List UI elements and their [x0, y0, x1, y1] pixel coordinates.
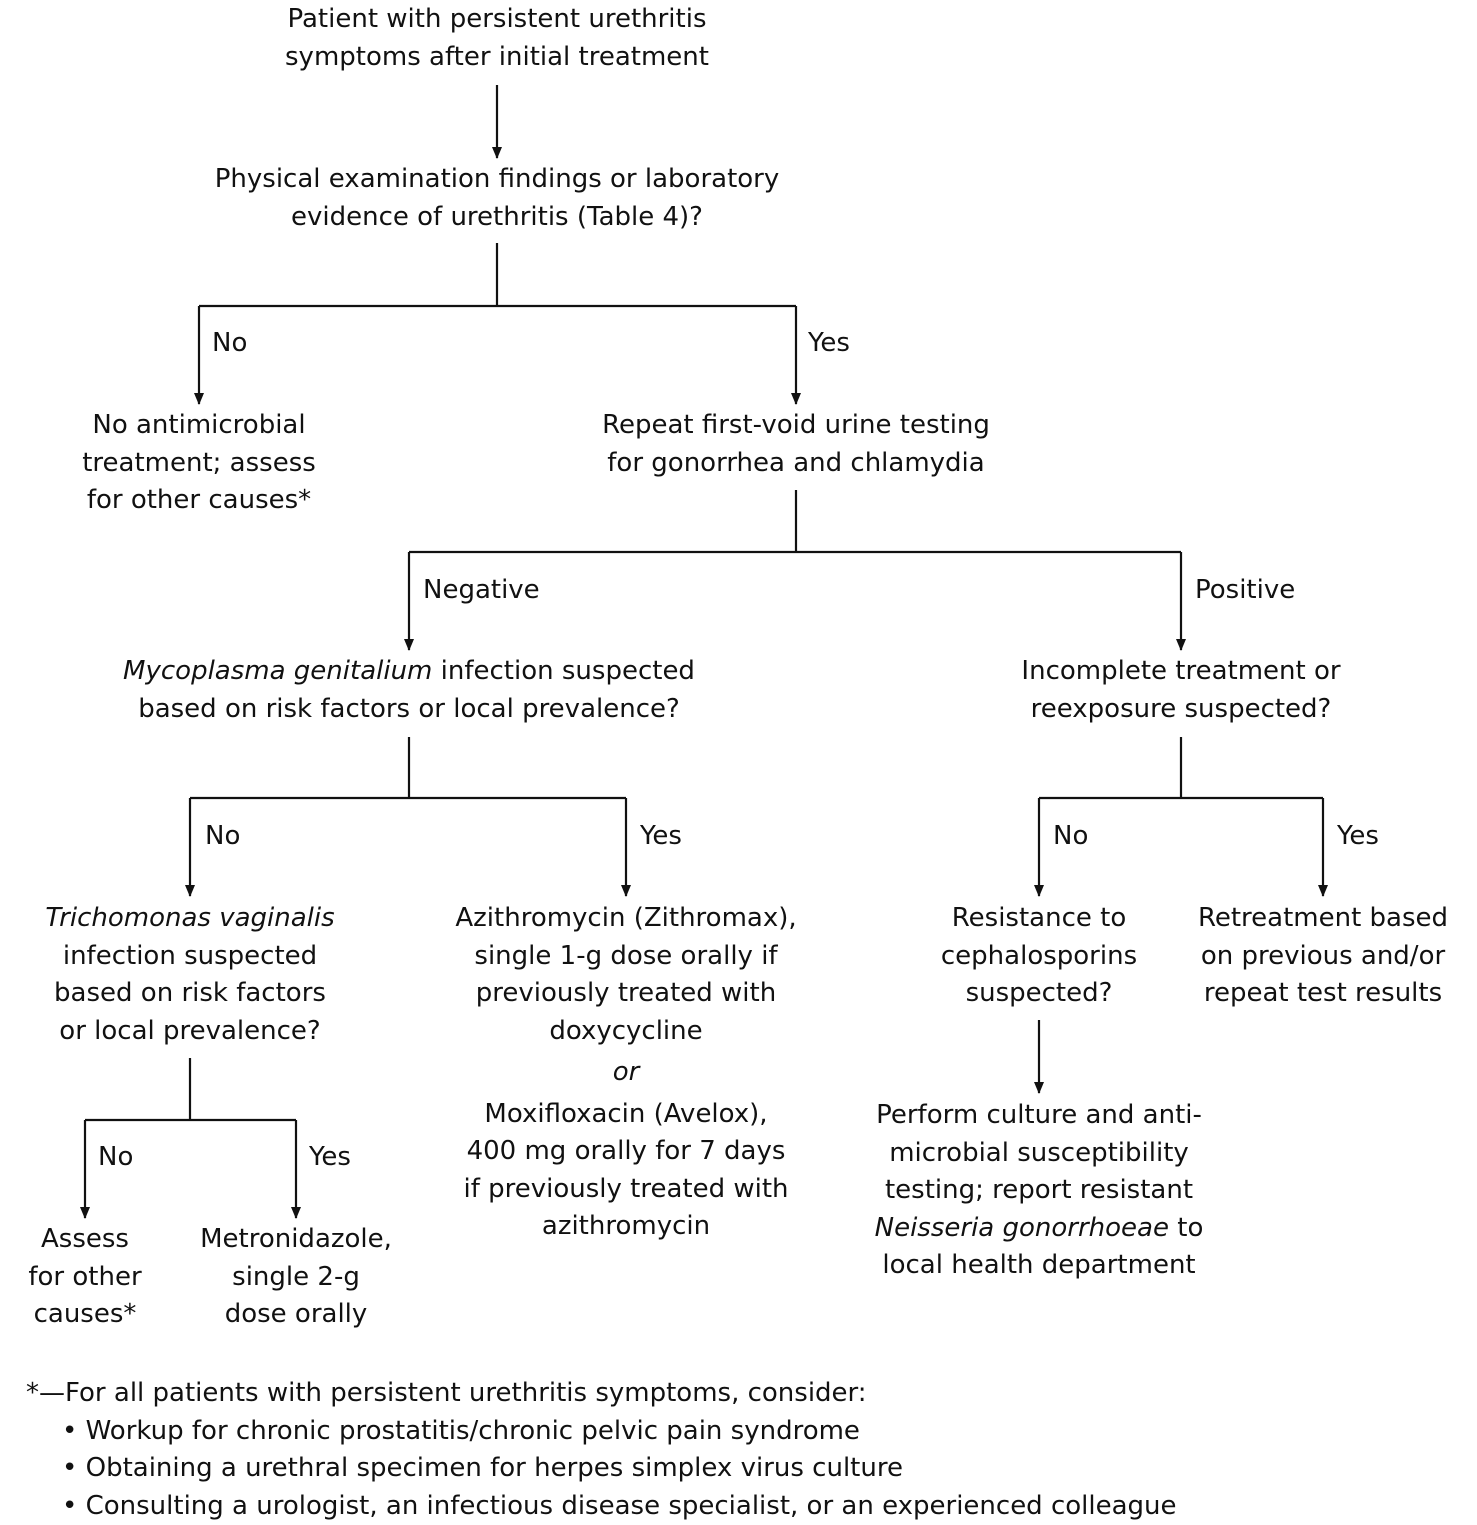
footnote-item: • Workup for chronic prostatitis/chronic… — [26, 1413, 1177, 1451]
node-text: Azithromycin (Zithromax), — [455, 900, 796, 938]
node-text: Metronidazole, — [200, 1221, 392, 1259]
organism-name: Mycoplasma genitalium — [123, 656, 432, 686]
node-text: previously treated with — [455, 975, 796, 1013]
node-text: suspected? — [941, 975, 1137, 1013]
connector-test-split — [409, 490, 1181, 552]
node-text-line: Neisseria gonorrhoeae to — [875, 1210, 1204, 1248]
node-exam-decision: Physical examination findings or laborat… — [215, 161, 780, 236]
node-text: Assess — [28, 1221, 141, 1259]
edge-label-exam-yes: Yes — [808, 328, 850, 358]
node-assess-other-causes: Assess for other causes* — [28, 1221, 141, 1334]
connector-exam-split — [199, 243, 796, 306]
node-text: No antimicrobial — [82, 407, 316, 445]
footnote: *—For all patients with persistent ureth… — [26, 1375, 1177, 1525]
edge-label-trich-no: No — [98, 1142, 133, 1172]
node-text: evidence of urethritis (Table 4)? — [215, 199, 780, 237]
node-text: Physical examination findings or laborat… — [215, 161, 780, 199]
node-culture-testing: Perform culture and anti- microbial susc… — [875, 1097, 1204, 1285]
edge-label-myco-yes: Yes — [640, 821, 682, 851]
node-text: causes* — [28, 1296, 141, 1334]
node-text: for other causes* — [82, 482, 316, 520]
footnote-item: • Obtaining a urethral specimen for herp… — [26, 1450, 1177, 1488]
node-text: infection suspected — [432, 656, 695, 686]
node-text: microbial susceptibility — [875, 1135, 1204, 1173]
node-text: Resistance to — [941, 900, 1137, 938]
or-text: or — [613, 1057, 640, 1087]
node-text: or local prevalence? — [45, 1013, 334, 1051]
node-azithromycin-treatment: Azithromycin (Zithromax), single 1-g dos… — [455, 900, 796, 1246]
node-no-antimicrobial: No antimicrobial treatment; assess for o… — [82, 407, 316, 520]
node-text: cephalosporins — [941, 938, 1137, 976]
node-text: for other — [28, 1259, 141, 1297]
node-text: for gonorrhea and chlamydia — [602, 445, 990, 483]
node-text-line: Mycoplasma genitalium infection suspecte… — [123, 653, 695, 691]
node-text: single 1-g dose orally if — [455, 938, 796, 976]
node-text: Retreatment based — [1198, 900, 1448, 938]
node-start: Patient with persistent urethritis sympt… — [285, 1, 709, 76]
connector-myco-split — [190, 737, 626, 798]
node-text: Incomplete treatment or — [1021, 653, 1340, 691]
edge-label-incomplete-yes: Yes — [1337, 821, 1379, 851]
node-text: repeat test results — [1198, 975, 1448, 1013]
node-text: Repeat first-void urine testing — [602, 407, 990, 445]
node-text: 400 mg orally for 7 days — [455, 1133, 796, 1171]
edge-label-test-negative: Negative — [423, 575, 540, 605]
node-text-line: Trichomonas vaginalis — [45, 900, 334, 938]
node-incomplete-decision: Incomplete treatment or reexposure suspe… — [1021, 653, 1340, 728]
node-text: infection suspected — [45, 938, 334, 976]
organism-name: Trichomonas vaginalis — [45, 903, 334, 933]
or-separator: or — [455, 1054, 796, 1092]
node-text: dose orally — [200, 1296, 392, 1334]
node-text: reexposure suspected? — [1021, 691, 1340, 729]
edge-label-test-positive: Positive — [1195, 575, 1295, 605]
node-text: local health department — [875, 1247, 1204, 1285]
node-text: symptoms after initial treatment — [285, 39, 709, 77]
connector-trich-split — [85, 1058, 296, 1120]
node-text: Moxifloxacin (Avelox), — [455, 1096, 796, 1134]
node-text: if previously treated with — [455, 1171, 796, 1209]
node-text: on previous and/or — [1198, 938, 1448, 976]
node-text: Perform culture and anti- — [875, 1097, 1204, 1135]
node-text: Patient with persistent urethritis — [285, 1, 709, 39]
node-repeat-testing: Repeat first-void urine testing for gono… — [602, 407, 990, 482]
node-text: doxycycline — [455, 1013, 796, 1051]
node-text: to — [1169, 1213, 1203, 1243]
node-mycoplasma-decision: Mycoplasma genitalium infection suspecte… — [123, 653, 695, 728]
edge-label-trich-yes: Yes — [309, 1142, 351, 1172]
node-text: treatment; assess — [82, 445, 316, 483]
connector-incomplete-split — [1039, 737, 1323, 798]
node-text: testing; report resistant — [875, 1172, 1204, 1210]
node-text: azithromycin — [455, 1208, 796, 1246]
footnote-item: • Consulting a urologist, an infectious … — [26, 1488, 1177, 1525]
node-metronidazole: Metronidazole, single 2-g dose orally — [200, 1221, 392, 1334]
node-text: single 2-g — [200, 1259, 392, 1297]
node-resistance-decision: Resistance to cephalosporins suspected? — [941, 900, 1137, 1013]
node-text: based on risk factors or local prevalenc… — [123, 691, 695, 729]
node-text: based on risk factors — [45, 975, 334, 1013]
footnote-intro: *—For all patients with persistent ureth… — [26, 1375, 1177, 1413]
node-retreatment: Retreatment based on previous and/or rep… — [1198, 900, 1448, 1013]
organism-name: Neisseria gonorrhoeae — [875, 1213, 1169, 1243]
edge-label-incomplete-no: No — [1053, 821, 1088, 851]
node-trichomonas-decision: Trichomonas vaginalis infection suspecte… — [45, 900, 334, 1050]
edge-label-exam-no: No — [212, 328, 247, 358]
edge-label-myco-no: No — [205, 821, 240, 851]
